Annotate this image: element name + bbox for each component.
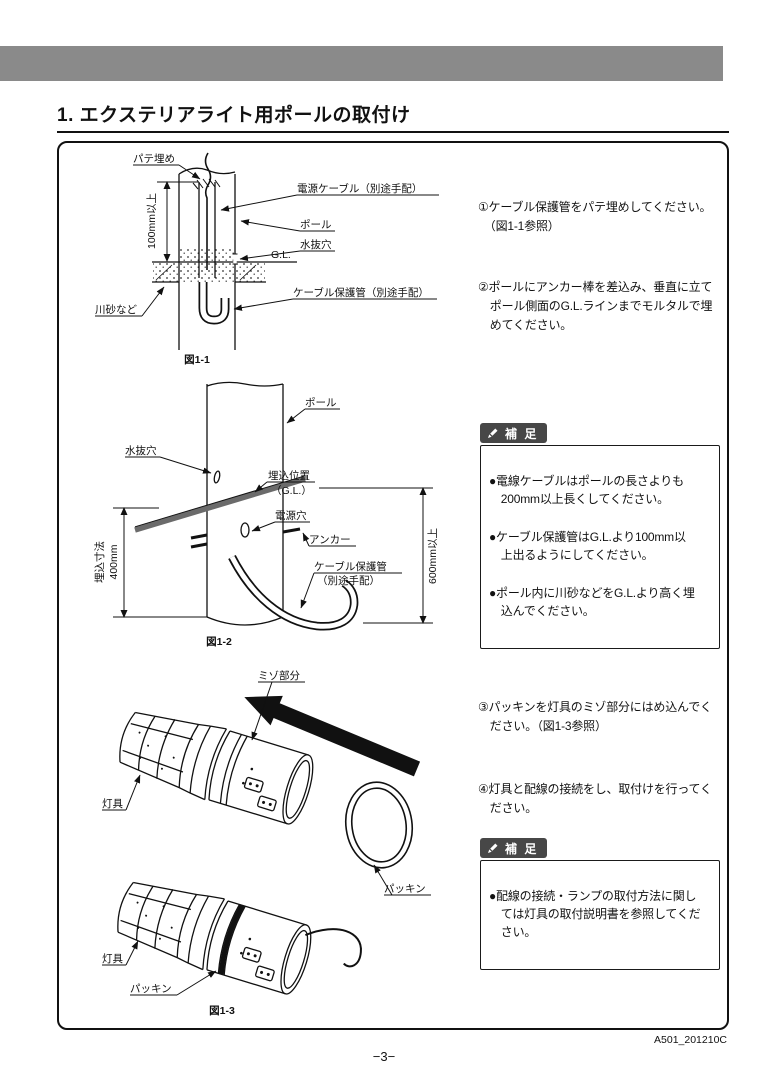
fig3-direction-arrow (244, 695, 421, 777)
fig1-cable-protection-hook (198, 282, 230, 325)
fig1-leader-lines (95, 164, 439, 317)
supplement-item: ●電線ケーブルはポールの長さよりも 200mm以上長くしてください。 (489, 474, 684, 506)
instruction-step-3: ③パッキンを灯具のミゾ部分にはめ込んでく ださい。（図1-3参照） (478, 700, 712, 734)
instruction-step-2: ②ポールにアンカー棒を差込み、垂直に立て ポール側面のG.L.ラインまでモルタル… (478, 280, 713, 333)
figure-1-1-diagram: 100mm以上 パテ埋め 電源ケーブル（別途手配） ポール 水抜穴 G.L. ケ (95, 152, 439, 366)
fig2-caption: 図1-2 (206, 636, 232, 648)
fig2-gl-band (134, 475, 306, 533)
document-code: A501_201210C (654, 1034, 727, 1046)
page-number: −3− (372, 1049, 396, 1064)
fig2-label-drain-hole: 水抜穴 (125, 444, 157, 457)
fig3-label-fixture-bottom: 灯具 (102, 953, 123, 965)
fig2-leader-lines (125, 408, 402, 609)
fig2-label-pole: ポール (305, 397, 337, 409)
fig2-label-protect-tube2: （別途手配） (317, 574, 380, 587)
fig3-label-fixture-top: 灯具 (102, 798, 123, 810)
supplement-item: ●ポール内に川砂などをG.L.より高く埋 込んでください。 (489, 586, 695, 618)
pencil-icon (488, 428, 498, 438)
fig2-label-power-hole: 電源穴 (275, 509, 307, 522)
supplement-body-1: ●電線ケーブルはポールの長さよりも 200mm以上長くしてください。 ●ケーブル… (480, 445, 720, 649)
fig2-label-embed-pos1: 埋込位置 (268, 469, 310, 482)
instruction-step-1: ①ケーブル保護管をパテ埋めしてください。 （図1-1参照） (478, 200, 712, 234)
fig1-label-drain-hole: 水抜穴 (300, 238, 332, 251)
fig3-leader-lines (102, 681, 431, 996)
instruction-step-4: ④灯具と配線の接続をし、取付けを行ってく ださい。 (478, 782, 712, 816)
fig3-label-packing-loose: パッキン (384, 883, 426, 895)
fig1-dimension-100mm (157, 181, 198, 262)
figure-1-3-diagram: ミゾ部分 灯具 パッキン 灯具 パッキン 図1-3 (102, 669, 431, 1017)
fig1-label-dim100: 100mm以上 (146, 193, 158, 249)
page-title: 1. エクステリアライト用ポールの取付け (57, 105, 411, 126)
content-frame: 100mm以上 パテ埋め 電源ケーブル（別途手配） ポール 水抜穴 G.L. ケ (57, 141, 729, 1030)
fig2-label-embed-dim1: 埋込寸法 (93, 541, 106, 583)
supplement-title-1: 補 足 (505, 426, 539, 441)
supplement-tab-2: 補 足 (480, 838, 548, 858)
fig3-label-groove: ミゾ部分 (258, 669, 300, 682)
fig2-label-embed-dim2: 400mm (108, 544, 120, 579)
pencil-icon (488, 843, 498, 853)
header-bar (0, 46, 723, 81)
supplement-body-2: ●配線の接続・ランプの取付方法に関し ては灯具の取付説明書を参照してくだ さい。 (480, 860, 720, 970)
note-box-1: 補 足 ●電線ケーブルはポールの長さよりも 200mm以上長くしてください。 ●… (480, 423, 720, 649)
fig1-caption: 図1-1 (184, 354, 210, 366)
supplement-title-2: 補 足 (505, 841, 539, 856)
fig2-cable-protection-tube (228, 555, 359, 631)
fig3-packing-ring (344, 781, 414, 869)
fig1-label-putty: パテ埋め (133, 153, 175, 165)
supplement-item: ●配線の接続・ランプの取付方法に関し ては灯具の取付説明書を参照してくだ さい。 (489, 889, 701, 939)
fig1-label-protect-tube: ケーブル保護管（別途手配） (293, 286, 429, 299)
fig1-sand-fill (153, 249, 265, 282)
supplement-tab-1: 補 足 (480, 423, 548, 443)
fig2-label-anchor: アンカー (309, 534, 351, 546)
fig1-label-river-sand: 川砂など (95, 303, 137, 316)
title-divider (57, 131, 729, 133)
fig2-label-embed-pos2: （G.L.） (271, 485, 312, 497)
fig2-dimension-400mm (113, 507, 207, 618)
figure-1-2-diagram: 埋込寸法 400mm 600mm以上 (93, 381, 439, 648)
fig3-fixture-bottom (109, 869, 362, 999)
fig2-label-protect-tube1: ケーブル保護管 (314, 560, 387, 573)
note-box-2: 補 足 ●配線の接続・ランプの取付方法に関し ては灯具の取付説明書を参照してくだ… (480, 838, 720, 970)
fig1-label-power-cable: 電源ケーブル（別途手配） (297, 182, 422, 195)
fig3-caption: 図1-3 (209, 1005, 235, 1017)
fig3-label-packing-fitted: パッキン (130, 983, 172, 995)
supplement-item: ●ケーブル保護管はG.L.より100mm以 上出るようにしてください。 (489, 530, 686, 562)
fig1-label-pole: ポール (300, 219, 332, 231)
fig2-label-dim600: 600mm以上 (427, 528, 439, 584)
fig2-pole-drawing (190, 381, 301, 626)
fig1-pole-drawing (152, 152, 297, 350)
fig2-dimension-600mm (319, 487, 433, 624)
fig1-label-gl: G.L. (271, 249, 291, 261)
